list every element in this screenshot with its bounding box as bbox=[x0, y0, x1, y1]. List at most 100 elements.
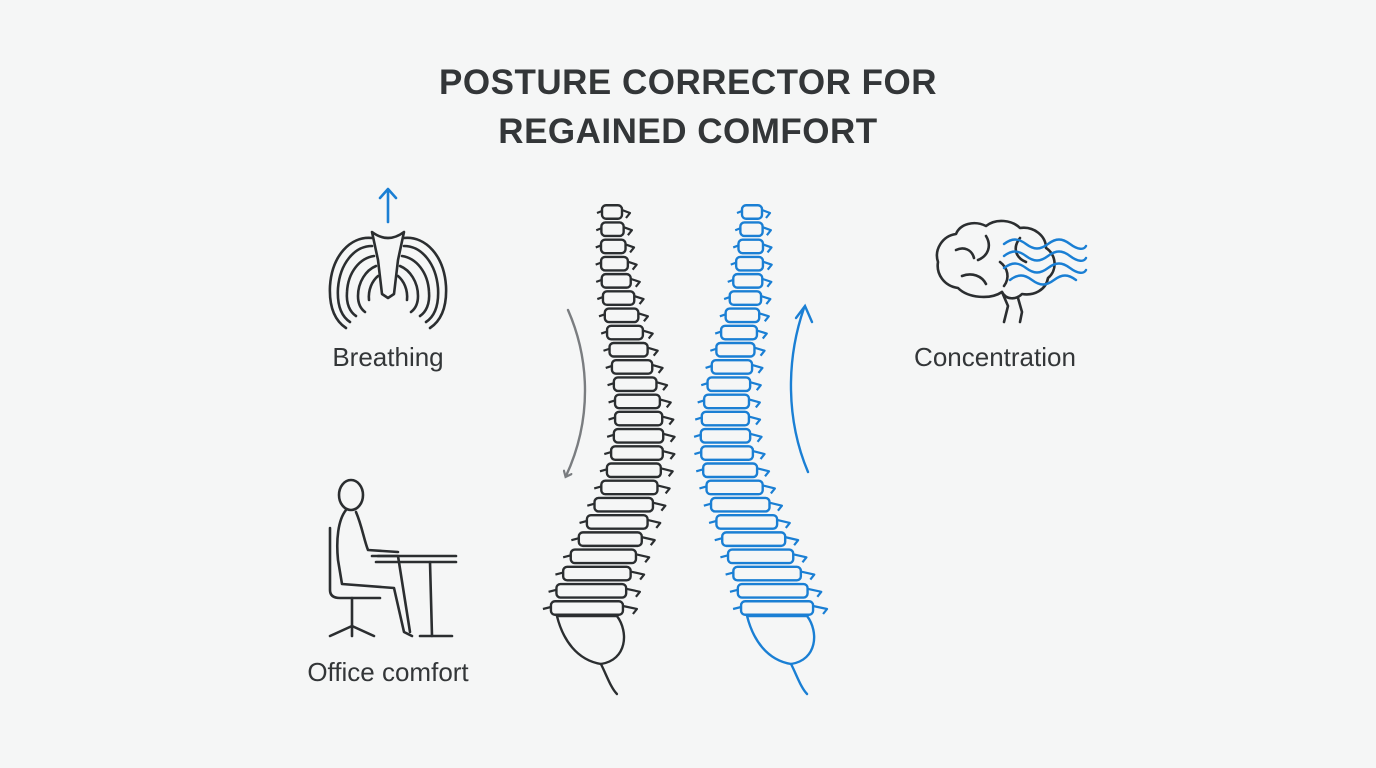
vertebra-process bbox=[714, 537, 723, 542]
vertebra-process bbox=[732, 244, 739, 249]
vertebra-process bbox=[807, 587, 823, 598]
vertebra-process bbox=[630, 277, 641, 288]
office-comfort-label: Office comfort bbox=[307, 657, 469, 687]
vertebra bbox=[600, 221, 625, 238]
vertebra-process bbox=[749, 381, 762, 391]
vertebra-process bbox=[784, 536, 800, 546]
vertebra-process bbox=[659, 398, 672, 409]
vertebra bbox=[701, 462, 759, 479]
vertebra-process bbox=[625, 587, 642, 598]
vertebra bbox=[600, 272, 632, 289]
vertebra-process bbox=[762, 226, 772, 236]
upward-curve-arrow-icon bbox=[789, 303, 814, 474]
vertebra-process bbox=[595, 261, 602, 266]
vertebra-process bbox=[608, 399, 616, 404]
vertebra-process bbox=[693, 433, 702, 438]
vertebra-process bbox=[651, 363, 664, 374]
vertebra bbox=[737, 238, 765, 255]
vertebra bbox=[601, 290, 636, 307]
vertebra-process bbox=[708, 519, 717, 524]
vertebra-process bbox=[599, 468, 608, 473]
vertebra bbox=[600, 479, 659, 496]
vertebra-process bbox=[607, 382, 615, 387]
vertebra bbox=[728, 290, 763, 307]
wave-lines-icon bbox=[1002, 238, 1088, 286]
vertebra-process bbox=[661, 415, 675, 426]
corrected-spine-icon bbox=[693, 204, 829, 696]
vertebra-process bbox=[727, 278, 734, 283]
vertebra-process bbox=[622, 604, 639, 615]
vertebra-process bbox=[633, 295, 645, 305]
vertebra-process bbox=[725, 571, 734, 576]
vertebra-process bbox=[748, 398, 761, 409]
vertebra-process bbox=[542, 605, 552, 611]
vertebra-process bbox=[647, 518, 662, 529]
vertebra-process bbox=[705, 364, 713, 370]
vertebra-process bbox=[652, 501, 667, 512]
vertebra bbox=[740, 204, 764, 220]
vertebra-process bbox=[662, 449, 676, 460]
vertebra-process bbox=[703, 502, 712, 507]
vertebra-process bbox=[761, 208, 772, 219]
vertebra-process bbox=[630, 570, 646, 581]
vertebra-process bbox=[719, 313, 727, 318]
vertebra-process bbox=[600, 330, 608, 335]
vertebra-process bbox=[605, 364, 613, 370]
vertebra-process bbox=[699, 485, 707, 490]
vertebra-process bbox=[694, 450, 702, 456]
vertebra bbox=[599, 255, 630, 272]
slouched-spine-icon bbox=[542, 204, 676, 696]
vertebra-process bbox=[769, 501, 784, 512]
vertebra-process bbox=[760, 295, 772, 305]
vertebra bbox=[732, 272, 764, 289]
vertebra-process bbox=[587, 502, 595, 507]
vertebra bbox=[600, 204, 624, 220]
vertebra bbox=[603, 307, 640, 324]
vertebra bbox=[724, 307, 761, 324]
vertebra-process bbox=[598, 313, 606, 318]
vertebra bbox=[736, 582, 809, 599]
vertebra-process bbox=[596, 296, 604, 301]
vertebra-process bbox=[548, 588, 557, 593]
vertebra-process bbox=[647, 346, 659, 357]
seated-person-at-desk-icon bbox=[328, 478, 458, 638]
vertebra-process bbox=[734, 227, 741, 232]
vertebra-process bbox=[625, 243, 636, 254]
vertebra bbox=[613, 410, 664, 427]
vertebra-process bbox=[562, 554, 572, 559]
vertebra bbox=[612, 376, 658, 393]
vertebra-process bbox=[762, 243, 773, 254]
breathing-label: Breathing bbox=[332, 342, 444, 372]
vertebra bbox=[719, 324, 759, 341]
sacrum bbox=[555, 614, 626, 666]
vertebra bbox=[561, 565, 632, 582]
vertebra bbox=[599, 238, 627, 255]
vertebra-process bbox=[729, 588, 739, 593]
vertebra-process bbox=[596, 209, 603, 215]
vertebra bbox=[593, 496, 655, 513]
vertebra bbox=[732, 565, 803, 582]
vertebra-process bbox=[695, 468, 704, 473]
vertebra-process bbox=[714, 330, 722, 335]
vertebra-process bbox=[595, 278, 603, 283]
vertebra-process bbox=[720, 554, 729, 559]
vertebra-process bbox=[579, 519, 588, 524]
vertebra bbox=[608, 341, 649, 358]
vertebra-process bbox=[756, 329, 768, 340]
downward-curve-arrow-icon bbox=[566, 308, 587, 476]
vertebra-process bbox=[603, 347, 610, 352]
vertebra-process bbox=[593, 485, 602, 490]
vertebra bbox=[702, 393, 751, 410]
vertebra-process bbox=[751, 363, 764, 374]
brain-icon bbox=[935, 219, 1088, 324]
vertebra-process bbox=[642, 329, 654, 340]
vertebra bbox=[699, 427, 752, 444]
vertebra bbox=[709, 496, 771, 513]
vertebra bbox=[739, 221, 764, 238]
vertebra-process bbox=[754, 346, 766, 357]
vertebra-process bbox=[697, 399, 705, 404]
vertebra-process bbox=[694, 416, 703, 421]
vertebra bbox=[613, 393, 662, 410]
vertebra-process bbox=[595, 244, 602, 249]
vertebra-process bbox=[660, 467, 674, 477]
